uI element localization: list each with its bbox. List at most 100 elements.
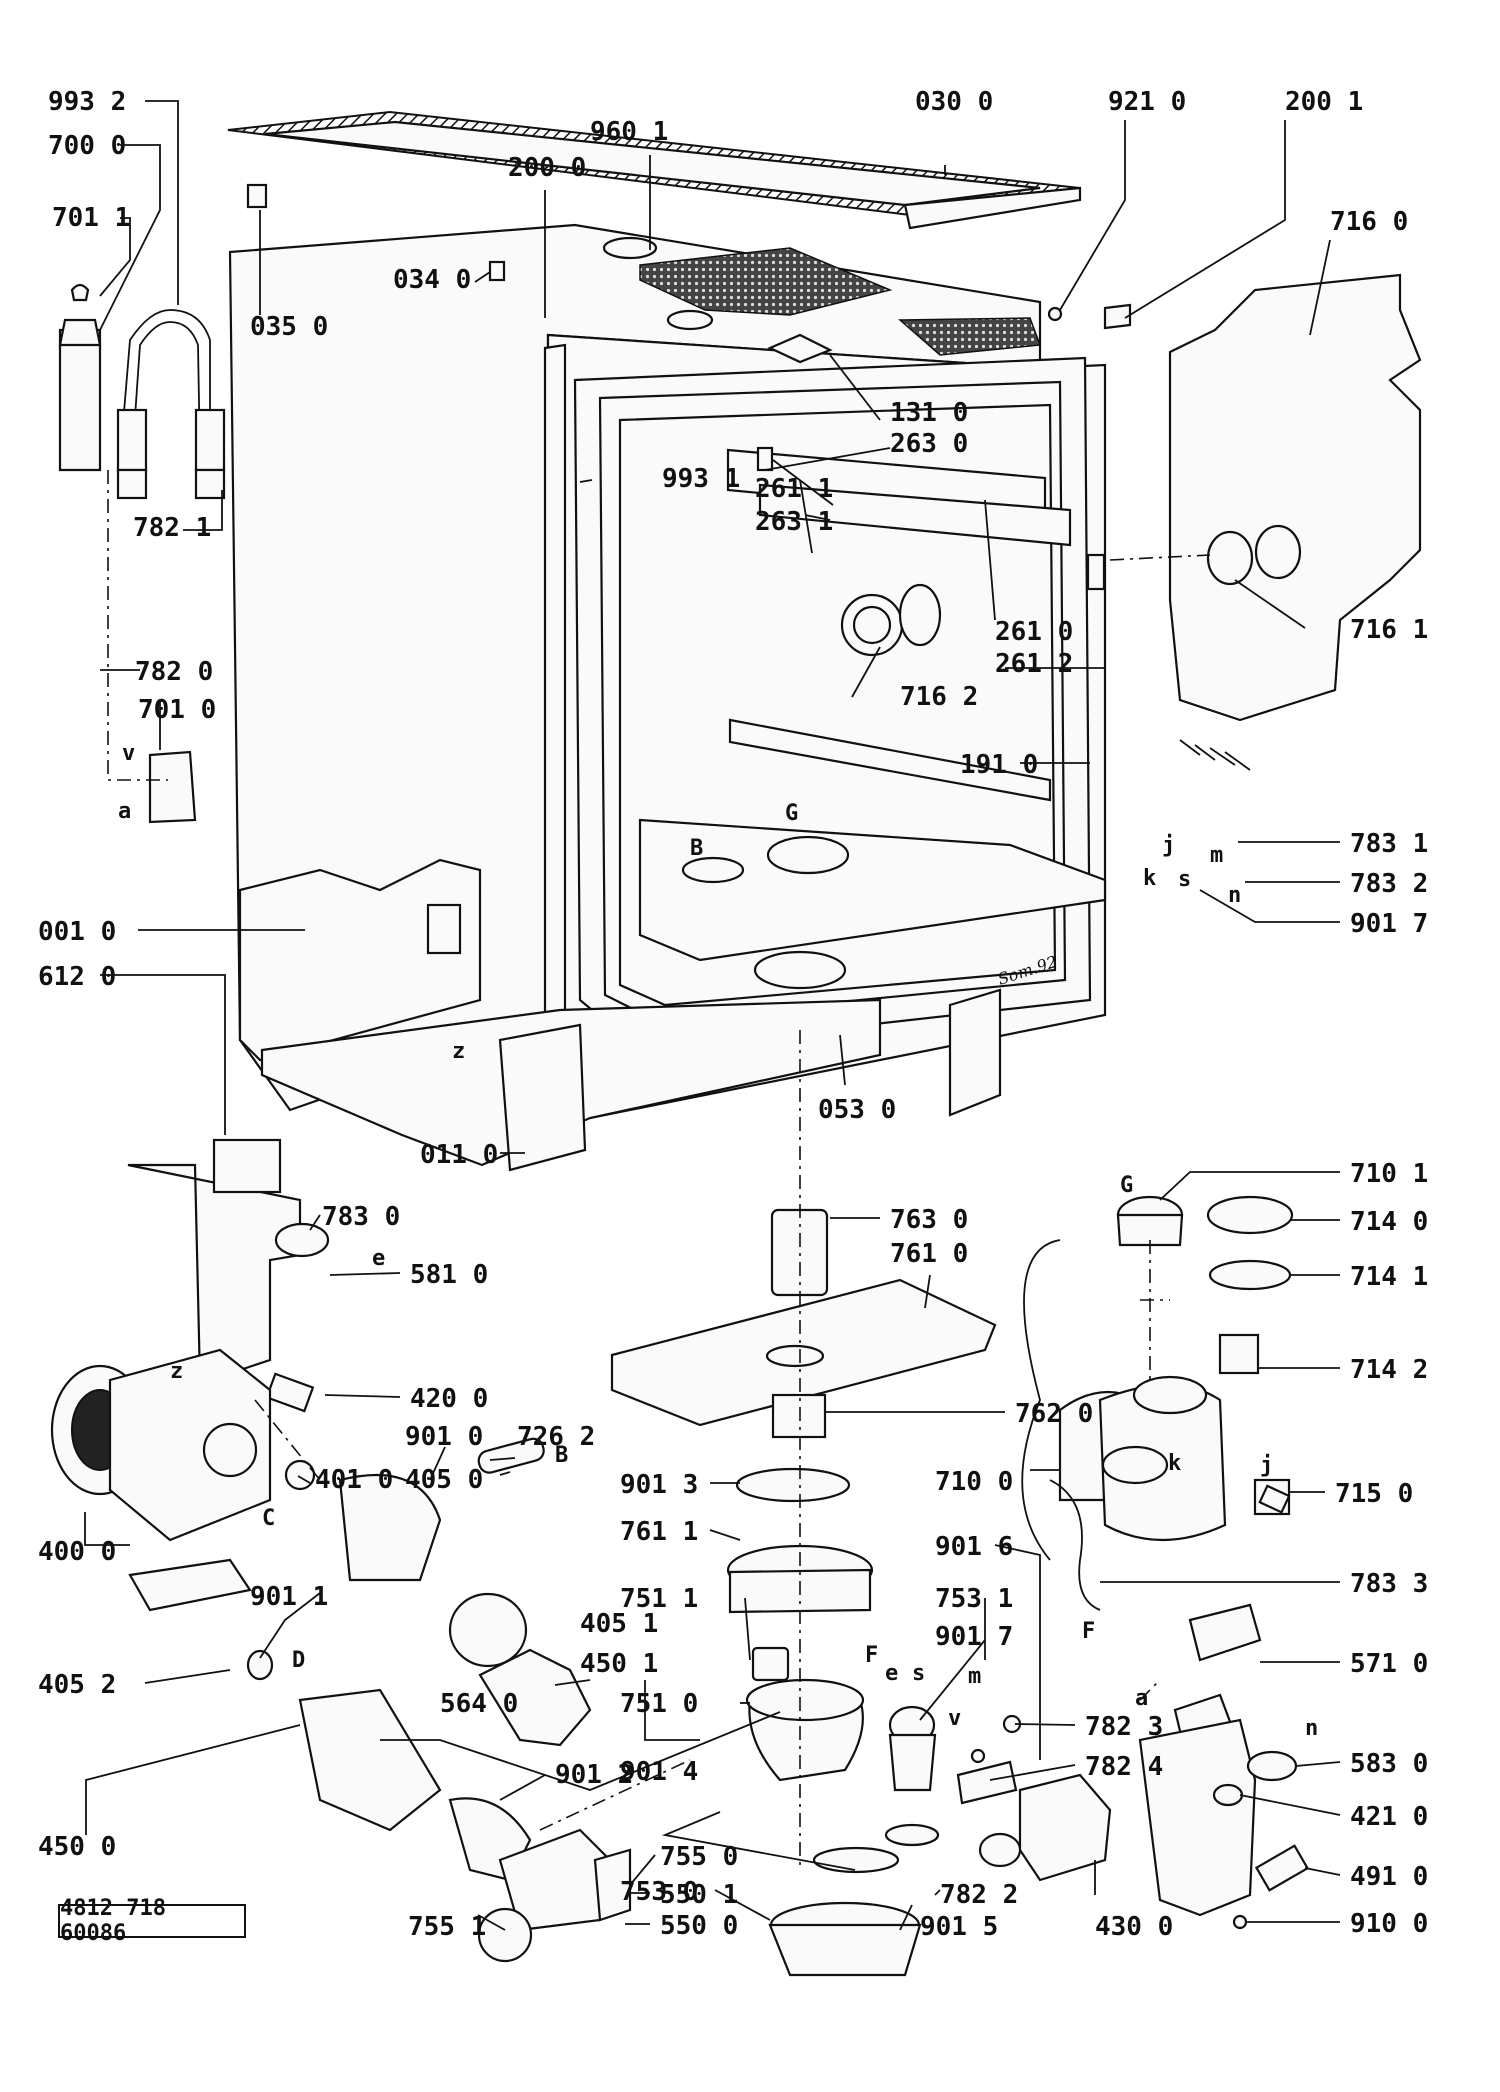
callout-550-1: 550 1 <box>660 1880 738 1910</box>
worktop-panel <box>227 110 1082 230</box>
marker-c: C <box>262 1506 275 1531</box>
callout-910-0: 910 0 <box>1350 1909 1428 1939</box>
callout-960-1: 960 1 <box>590 117 668 147</box>
callout-450-0: 450 0 <box>38 1832 116 1862</box>
callout-450-1: 450 1 <box>580 1649 658 1679</box>
callout-405-1: 405 1 <box>580 1609 658 1639</box>
callout-581-0: 581 0 <box>410 1260 488 1290</box>
callout-763-0: 763 0 <box>890 1205 968 1235</box>
callout-783-2: 783 2 <box>1350 869 1428 899</box>
marker-j-softener: j <box>1260 1453 1273 1478</box>
assembly-axes <box>107 470 1211 1870</box>
callout-726-2: 726 2 <box>517 1422 595 1452</box>
marker-n: n <box>1228 883 1241 908</box>
callout-762-0: 762 0 <box>1015 1399 1093 1429</box>
pump-motor <box>50 1348 592 1747</box>
marker-a: a <box>118 799 131 824</box>
inlet-valve <box>1018 1773 1112 1882</box>
callout-200-1: 200 1 <box>1285 87 1363 117</box>
callout-191-0: 191 0 <box>960 750 1038 780</box>
callout-263-1: 263 1 <box>755 507 833 537</box>
top-vent <box>602 236 658 260</box>
letter-markers: v a B G j k s m n z e G z B k j C F D e … <box>118 741 1318 1741</box>
callout-200-0: 200 0 <box>508 153 586 183</box>
callout-564-0: 564 0 <box>440 1689 518 1719</box>
inlet-hose-assembly <box>58 283 226 824</box>
callout-261-2: 261 2 <box>995 649 1073 679</box>
callout-993-2: 993 2 <box>48 87 126 117</box>
callout-901-6: 901 6 <box>935 1532 1013 1562</box>
marker-k: k <box>1143 866 1156 891</box>
callout-714-2: 714 2 <box>1350 1355 1428 1385</box>
bracket-line <box>1021 1239 1061 1561</box>
callout-430-0: 430 0 <box>1095 1912 1173 1942</box>
callout-550-0: 550 0 <box>660 1911 738 1941</box>
callout-710-1: 710 1 <box>1350 1159 1428 1189</box>
marker-e-sump: e <box>885 1661 898 1686</box>
callout-751-0: 751 0 <box>620 1689 698 1719</box>
sump-bowl <box>748 1698 864 1782</box>
callout-782-0: 782 0 <box>135 657 213 687</box>
callout-901-1: 901 1 <box>250 1582 328 1612</box>
callout-400-0: 400 0 <box>38 1537 116 1567</box>
callout-710-0: 710 0 <box>935 1467 1013 1497</box>
marker-b: B <box>690 836 703 861</box>
callout-716-1: 716 1 <box>1350 615 1428 645</box>
valve-and-electrics <box>956 1603 1310 1930</box>
callout-491-0: 491 0 <box>1350 1862 1428 1892</box>
callout-782-3: 782 3 <box>1085 1712 1163 1742</box>
callout-263-0: 263 0 <box>890 429 968 459</box>
callout-901-7: 901 7 <box>1350 909 1428 939</box>
marker-s-sump: s <box>912 1661 925 1686</box>
callout-131-0: 131 0 <box>890 398 968 428</box>
sump-assembly <box>610 1208 997 1977</box>
marker-z-bracket: z <box>170 1359 183 1384</box>
callout-921-0: 921 0 <box>1108 87 1186 117</box>
callout-030-0: 030 0 <box>915 87 993 117</box>
impeller <box>478 1648 592 1747</box>
callout-783-1: 783 1 <box>1350 829 1428 859</box>
fill-valve <box>1188 1603 1262 1662</box>
catalog-number-box: 4812 718 60086 <box>58 1896 246 1946</box>
callout-716-2: 716 2 <box>900 682 978 712</box>
callout-761-1: 761 1 <box>620 1517 698 1547</box>
marker-e: e <box>372 1246 385 1271</box>
callout-782-2: 782 2 <box>940 1880 1018 1910</box>
callout-011-0: 011 0 <box>420 1140 498 1170</box>
callout-405-2: 405 2 <box>38 1670 116 1700</box>
marker-d: D <box>292 1648 305 1673</box>
callout-751-1: 751 1 <box>620 1584 698 1614</box>
callout-901-4: 901 4 <box>620 1757 698 1787</box>
marker-a-valve: a <box>1135 1686 1148 1711</box>
marker-v-valve: v <box>948 1706 961 1731</box>
marker-f-hose: F <box>1082 1619 1095 1644</box>
callout-035-0: 035 0 <box>250 312 328 342</box>
water-softener <box>1058 1195 1294 1542</box>
callout-leaders <box>84 100 1341 1931</box>
grommet-left <box>1206 530 1254 586</box>
callout-901-7b: 901 7 <box>935 1622 1013 1652</box>
callout-261-0: 261 0 <box>995 617 1073 647</box>
callout-755-0: 755 0 <box>660 1842 738 1872</box>
marker-m: m <box>1210 843 1223 868</box>
callout-782-1: 782 1 <box>133 513 211 543</box>
callout-783-3: 783 3 <box>1350 1569 1428 1599</box>
callout-700-0: 700 0 <box>48 131 126 161</box>
callout-583-0: 583 0 <box>1350 1749 1428 1779</box>
callout-783-0: 783 0 <box>322 1202 400 1232</box>
callout-993-1: 993 1 <box>662 464 740 494</box>
callout-715-0: 715 0 <box>1335 1479 1413 1509</box>
small-parts-top <box>246 183 1132 657</box>
callout-901-5: 901 5 <box>920 1912 998 1942</box>
sump-opening <box>753 950 847 990</box>
marker-j: j <box>1162 833 1175 858</box>
callout-901-3: 901 3 <box>620 1470 698 1500</box>
callout-714-1: 714 1 <box>1350 1262 1428 1292</box>
callout-401-0: 401 0 <box>315 1465 393 1495</box>
relay-block <box>212 1138 282 1194</box>
callout-001-0: 001 0 <box>38 917 116 947</box>
callout-901-2: 901 2 <box>555 1760 633 1790</box>
marker-s: s <box>1178 867 1191 892</box>
callout-612-0: 612 0 <box>38 962 116 992</box>
